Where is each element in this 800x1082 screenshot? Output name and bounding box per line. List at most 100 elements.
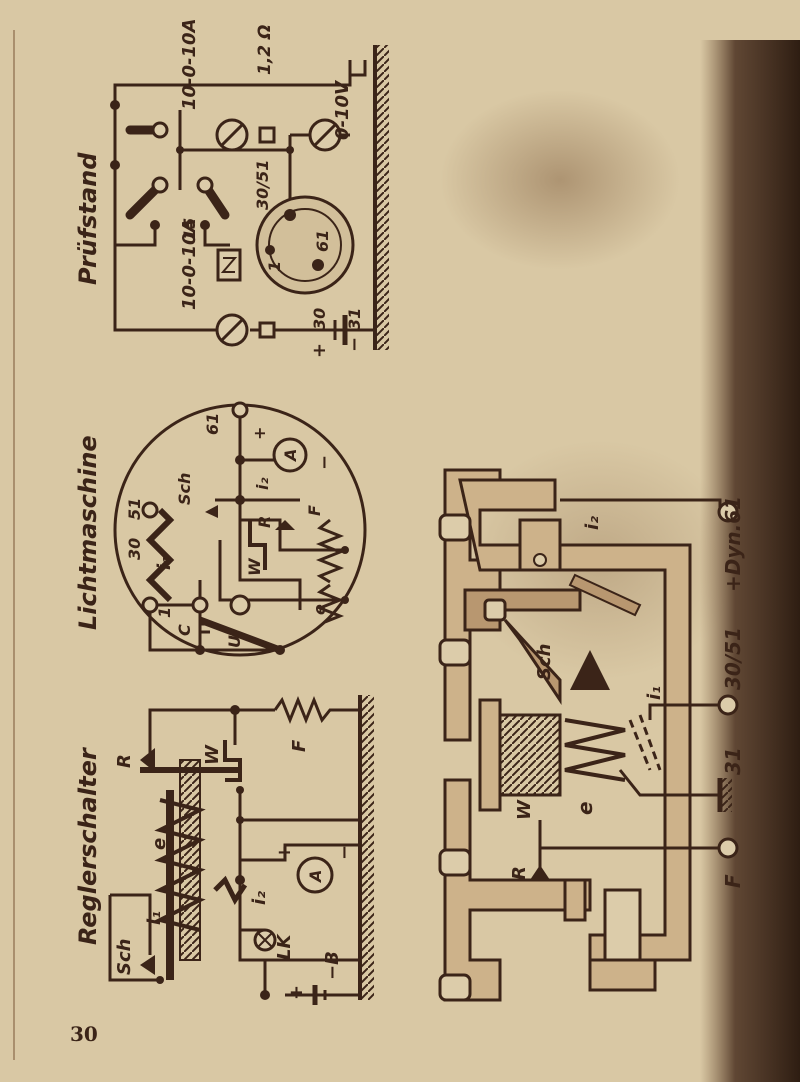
pruefstand-dynamo: [216, 195, 355, 295]
label-terminal-31: 31: [345, 308, 364, 330]
rs-label-i2: i₂: [249, 891, 270, 905]
label-terminal-30: 30: [310, 308, 329, 330]
label-resistor: 1,2 Ω: [255, 25, 275, 76]
ground-hatch: [722, 778, 732, 812]
title-reglerschalter: Reglerschalter: [74, 746, 102, 945]
rs-label-i1: i₁: [144, 911, 165, 925]
wire-F: [538, 820, 720, 850]
lichtmaschine-wiring: [145, 410, 345, 654]
meter-needle: [220, 318, 244, 342]
lm-label-30: 30: [125, 538, 144, 560]
junction-dot: [195, 645, 205, 655]
rs-label-R: R: [114, 754, 135, 768]
terminal-label-dyn61: +Dyn.61: [721, 496, 745, 592]
shunt: [258, 321, 276, 339]
regulator-symbol: [220, 257, 238, 273]
mechanism-terminals: [717, 501, 739, 859]
lamp-cross: [257, 932, 273, 948]
field-resistor-e: [315, 583, 345, 624]
contact-R: [140, 748, 155, 772]
label-minus: −: [344, 337, 365, 352]
lichtmaschine-terminals: [141, 401, 349, 655]
junction-dot: [235, 455, 245, 465]
wire: [148, 708, 237, 760]
wire: [203, 225, 230, 247]
meter-needle: [220, 123, 244, 147]
reglerschalter-diagram: R W F e i₁ Sch + A − i₂ LK + −B: [108, 695, 374, 1005]
winding-W: [223, 740, 242, 782]
lm-label-U: U: [225, 635, 244, 648]
core-body: [179, 759, 201, 961]
bolt-nut: [588, 958, 657, 992]
rs-label-A: A: [306, 870, 325, 884]
terminal-screw: [231, 401, 249, 419]
page-number: 30: [70, 1022, 98, 1046]
rs-label-LK: LK: [274, 933, 295, 960]
bolt: [603, 888, 642, 962]
ground-hatch: [360, 695, 374, 1000]
terminal-dot: [284, 209, 296, 221]
contact-sch: [570, 650, 610, 690]
lm-label-51: 51: [125, 498, 144, 520]
armature-arm: [503, 618, 562, 705]
yoke: [458, 478, 692, 962]
junction-dot: [341, 546, 349, 554]
terminal-screw: [229, 594, 251, 616]
label-plus: +: [309, 343, 330, 358]
core-head: [478, 698, 502, 812]
pruefstand-switch-pivots: [151, 121, 214, 194]
lm-label-R: R: [255, 516, 274, 528]
mech-label-sch: Sch: [534, 644, 555, 680]
wire: [218, 540, 345, 602]
lm-label-1: 1: [155, 607, 174, 618]
rs-label-batt-plus: +: [286, 985, 307, 1000]
coil-i1: [145, 507, 175, 603]
ammeter: [272, 437, 308, 473]
wire: [240, 518, 345, 552]
terminal-label-30-51: 30/51: [721, 627, 745, 690]
core-body: [498, 713, 562, 797]
dynamo-housing: [255, 195, 355, 295]
terminal-screw: [191, 596, 209, 614]
wire: [240, 843, 360, 862]
winding-W: [248, 520, 267, 570]
paper-stain: [440, 90, 680, 270]
wire-31: [618, 769, 720, 797]
contact-spring: [568, 573, 642, 617]
title-lichtmaschine: Lichtmaschine: [74, 435, 102, 630]
meter-needle: [313, 123, 337, 147]
lm-label-C: C: [175, 624, 194, 636]
lm-label-e: e: [310, 604, 329, 615]
label-ammeter-bottom: 10-0-10A: [179, 219, 200, 311]
ammeter: [296, 856, 334, 894]
lm-label-plus: +: [250, 427, 269, 440]
paper-edge-stain: [700, 40, 800, 1082]
mech-label-i1: i₁: [644, 686, 665, 700]
junction-dot: [235, 495, 245, 505]
terminal-dot: [312, 259, 324, 271]
base-plate-bottom: [443, 778, 592, 1002]
junction-dot: [275, 645, 285, 655]
rs-label-e: e: [149, 838, 170, 850]
dynamo-inner: [268, 208, 342, 282]
rs-label-F: F: [289, 739, 310, 752]
mechanism-wiring: [538, 498, 722, 850]
contact-R: [275, 520, 295, 530]
pruefstand-meters: [215, 118, 342, 347]
contact-sch: [140, 955, 155, 975]
wire-30-51: [648, 703, 720, 720]
contact-R: [530, 865, 550, 880]
lm-label-sch: Sch: [175, 473, 194, 505]
mech-label-R: R: [509, 866, 530, 880]
wire: [113, 105, 220, 332]
contact-rivet: [533, 553, 547, 567]
mech-label-e: e: [573, 801, 597, 815]
label-terminal-30-51: 30/51: [253, 160, 272, 210]
rs-label-plus: +: [274, 845, 295, 860]
label-terminal-15: 15: [180, 218, 199, 240]
label-terminal-1: 1: [265, 261, 284, 272]
coil-i2: [213, 875, 248, 905]
rs-label-sch: Sch: [114, 939, 135, 975]
